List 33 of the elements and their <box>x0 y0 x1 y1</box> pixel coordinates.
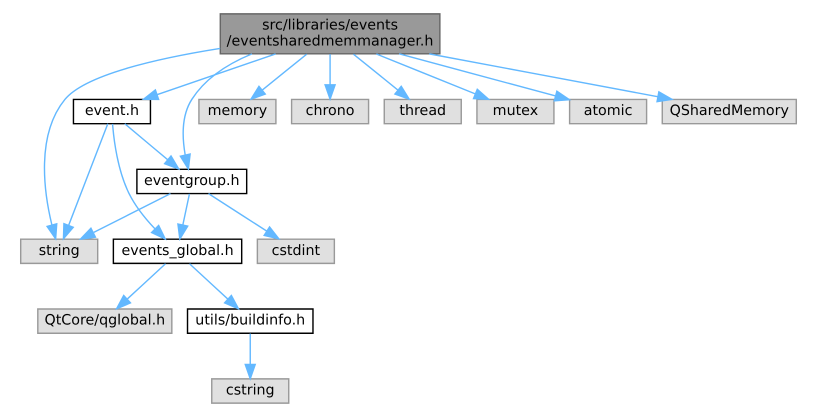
arrow <box>398 53 571 102</box>
node-box: utils/buildinfo.h <box>186 308 314 334</box>
node-box: string <box>20 238 98 264</box>
node-box: eventgroup.h <box>136 168 247 194</box>
arrow <box>178 53 252 172</box>
node-box: events_global.h <box>112 238 242 264</box>
arrow <box>244 334 256 381</box>
node-box: cstdint <box>256 238 335 264</box>
arrow <box>62 123 108 241</box>
arrow <box>111 124 166 241</box>
arrow <box>324 54 336 102</box>
node-box: memory <box>198 98 276 124</box>
arrow <box>188 263 240 310</box>
node-box: chrono <box>290 98 369 124</box>
arrow <box>208 193 280 240</box>
arrow <box>176 194 190 242</box>
node-box: QtCore/qglobal.h <box>36 308 172 334</box>
arrow <box>114 263 166 310</box>
arrow <box>428 53 674 103</box>
arrow <box>78 192 170 240</box>
node-box: cstring <box>210 378 289 404</box>
node-box: src/libraries/events /eventsharedmemmanager.h <box>219 13 440 55</box>
node-box: QSharedMemory <box>661 98 796 124</box>
node-box: thread <box>383 98 462 124</box>
arrow <box>43 48 220 241</box>
node-box: atomic <box>568 98 647 124</box>
arrow <box>376 53 490 100</box>
arrow <box>248 54 307 100</box>
node-box: mutex <box>476 98 554 124</box>
arrow <box>352 54 410 100</box>
arrow <box>124 123 180 170</box>
arrow <box>140 53 276 100</box>
node-box: event.h <box>72 98 151 124</box>
